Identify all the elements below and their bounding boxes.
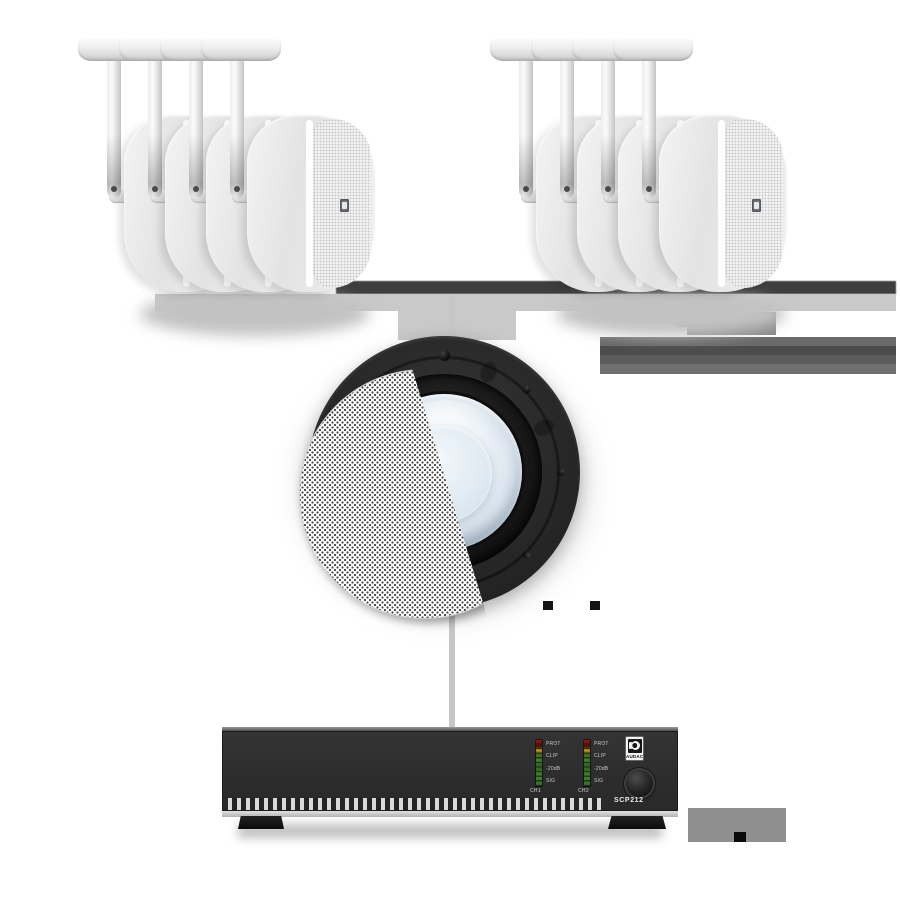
audac-logo-icon <box>627 738 642 753</box>
mount-pivot <box>523 186 529 192</box>
mount-pivot <box>152 186 158 192</box>
cabinet-seam <box>718 120 725 287</box>
channel-label: CH1 <box>530 788 541 794</box>
mount-pivot <box>193 186 199 192</box>
ceiling-mount-disc <box>201 38 281 61</box>
mount-pivot <box>605 186 611 192</box>
shadow-band <box>398 311 516 340</box>
audac-badge <box>340 199 349 212</box>
meter-label: -20dB <box>594 766 609 772</box>
mount-rod <box>230 56 244 198</box>
mount-rod <box>148 56 162 198</box>
vent-slots <box>228 798 602 810</box>
meter-label: CLIP <box>594 753 606 759</box>
mount-rod <box>107 56 121 198</box>
shadow-artifact <box>734 832 746 842</box>
amplifier-bottom-trim <box>222 811 678 817</box>
speaker-cabinet <box>659 115 787 292</box>
mount-rod <box>519 56 533 198</box>
meter-label: CLIP <box>546 753 558 759</box>
ceiling-mount-disc <box>613 38 693 61</box>
audac-badge <box>752 199 761 212</box>
meter-label: SIG <box>546 778 556 784</box>
amplifier-foot <box>238 816 284 829</box>
speaker-group-left <box>78 38 378 292</box>
amplifier-shadow <box>238 824 662 838</box>
shadow-band <box>600 346 896 355</box>
cabinet-seam <box>306 120 313 287</box>
volume-knob[interactable] <box>626 770 653 797</box>
mount-pivot <box>646 186 652 192</box>
led-strip <box>536 740 542 786</box>
shadow-band <box>600 337 896 346</box>
mount-pivot <box>111 186 117 192</box>
vu-meter-ch2: PROT CLIP -20dB SIG CH2 <box>578 740 628 796</box>
amplifier-top-bevel <box>222 727 678 731</box>
audac-logo: AUDAC <box>626 737 643 760</box>
amplifier-front-panel <box>222 731 678 811</box>
shadow-band <box>600 364 896 374</box>
amplifier-foot <box>608 816 666 829</box>
mount-rod <box>560 56 574 198</box>
screw-icon <box>557 468 565 476</box>
mount-rod <box>642 56 656 198</box>
speaker-group-shadow <box>140 292 370 336</box>
meter-label: PROT <box>594 741 609 747</box>
meter-label: PROT <box>546 741 561 747</box>
speaker-group-right <box>490 38 790 292</box>
vu-meter-ch1: PROT CLIP -20dB SIG CH1 <box>530 740 580 796</box>
screw-icon <box>438 349 450 361</box>
speaker-unit <box>613 38 789 292</box>
speaker-unit <box>201 38 377 292</box>
shadow-artifact <box>590 601 600 610</box>
speaker-group-shadow <box>556 292 786 336</box>
model-label: SCP212 <box>614 797 644 804</box>
mount-pivot <box>564 186 570 192</box>
shadow-artifact <box>543 601 553 610</box>
mount-pivot <box>234 186 240 192</box>
amplifier-scp212: PROT CLIP -20dB SIG CH1 PROT CLIP -20dB … <box>222 727 678 829</box>
meter-label: -20dB <box>546 766 561 772</box>
mount-rod <box>601 56 615 198</box>
led-strip <box>584 740 590 786</box>
meter-label: SIG <box>594 778 604 784</box>
shadow-band <box>600 355 896 364</box>
connector-line-speakers-to-subwoofer <box>449 296 455 340</box>
speaker-cabinet <box>247 115 375 292</box>
brand-label: AUDAC <box>626 754 644 759</box>
mount-rod <box>189 56 203 198</box>
channel-label: CH2 <box>578 788 589 794</box>
connector-line-subwoofer-to-amplifier <box>449 606 455 732</box>
